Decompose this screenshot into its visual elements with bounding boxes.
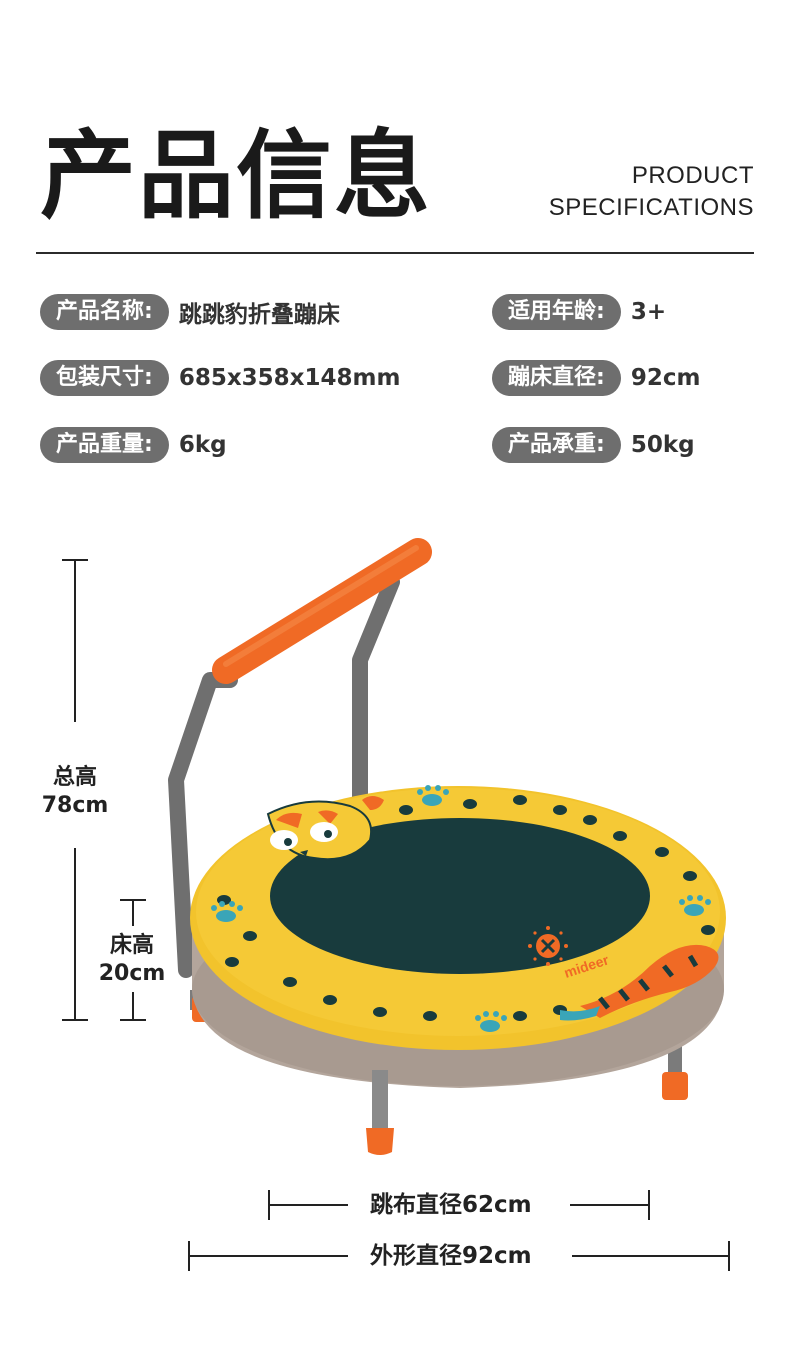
spec-value: 6kg [178, 432, 227, 458]
spec-label: 蹦床直径: [492, 360, 621, 396]
mat-diameter-dimension: 跳布直径62cm [268, 1190, 650, 1220]
spec-product-name: 产品名称: 跳跳豹折叠蹦床 [40, 294, 340, 330]
spec-label: 包装尺寸: [40, 360, 169, 396]
spec-package-size: 包装尺寸: 685x358x148mm [40, 360, 400, 396]
total-height-title: 总高 [52, 765, 97, 790]
outer-diameter-dimension: 外形直径92cm [188, 1241, 730, 1271]
bed-height-label: 床高 20cm [90, 932, 174, 988]
spec-value: 跳跳豹折叠蹦床 [178, 302, 340, 328]
spec-value: 3+ [630, 299, 667, 325]
page-title: 产品信息 [40, 120, 432, 232]
spec-label: 产品承重: [492, 427, 621, 463]
spec-max-load: 产品承重: 50kg [492, 427, 695, 463]
spec-label: 产品名称: [40, 294, 169, 330]
spec-value: 92cm [630, 365, 701, 391]
total-height-value: 78cm [41, 793, 109, 818]
subtitle-line-2: SPECIFICATIONS [548, 194, 754, 221]
page-subtitle: PRODUCT SPECIFICATIONS [549, 160, 754, 224]
spec-diameter: 蹦床直径: 92cm [492, 360, 700, 396]
spec-value: 50kg [630, 432, 695, 458]
spec-product-weight: 产品重量: 6kg [40, 427, 227, 463]
subtitle-line-1: PRODUCT [631, 162, 754, 189]
total-height-label: 总高 78cm [30, 764, 120, 820]
leopard-tail [560, 944, 719, 1021]
spec-label: 适用年龄: [492, 294, 621, 330]
bed-height-value: 20cm [98, 961, 166, 986]
outer-diameter-label: 外形直径92cm [370, 1243, 532, 1269]
spec-value: 685x358x148mm [178, 365, 401, 391]
mat-diameter-label: 跳布直径62cm [370, 1192, 532, 1218]
spec-age: 适用年龄: 3+ [492, 294, 666, 330]
header-divider [36, 252, 754, 254]
spec-label: 产品重量: [40, 427, 169, 463]
bed-height-title: 床高 [109, 933, 154, 958]
leopard-face [266, 796, 384, 861]
